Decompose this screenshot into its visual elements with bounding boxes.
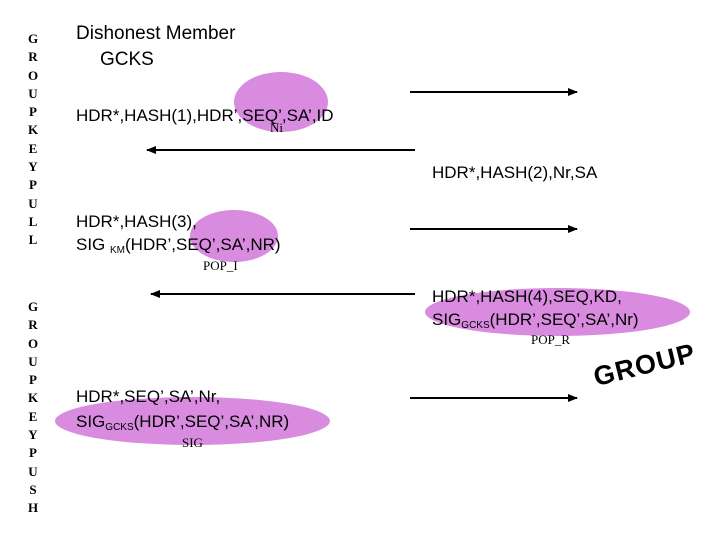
pull-letter: G: [27, 31, 39, 46]
message-1: HDR*,HASH(1),HDR’,SEQ’,SA’,ID: [76, 106, 334, 125]
push-letter: O: [27, 335, 39, 351]
message-5-sig-body: (HDR’,SEQ’,SA’,NR): [133, 412, 290, 431]
highlight-oval-sig: [55, 397, 330, 445]
highlight-oval-pop-r: [425, 288, 690, 336]
highlight-oval-pop-i: [190, 210, 278, 262]
pop-r-tag: POP_R: [531, 332, 571, 347]
push-letter: K: [27, 390, 39, 406]
pull-letter: L: [28, 232, 38, 248]
header-gcks: GCKS: [100, 49, 154, 70]
push-letter: R: [28, 317, 38, 333]
push-letter: P: [29, 445, 37, 461]
message-3-sig-prefix: SIG: [76, 235, 111, 254]
push-letter: U: [28, 353, 38, 369]
push-letter: S: [29, 481, 37, 497]
pull-letter: U: [28, 195, 38, 211]
push-letter: E: [28, 408, 38, 424]
message-3-km-subscript: KM: [110, 245, 126, 256]
message-3-sig-body: (HDR’,SEQ’,SA’,NR): [125, 235, 281, 254]
message-3-line-1: HDR*,HASH(3),: [76, 212, 197, 231]
message-4-sig-body: (HDR’,SEQ’,SA’,Nr): [489, 310, 639, 329]
pull-letter: O: [27, 67, 39, 83]
message-5-gcks-subscript: GCKS: [105, 422, 134, 433]
pop-i-tag: POP_I: [203, 258, 238, 273]
group-key-pull-label: G R O U P K E Y P U L L: [22, 30, 44, 250]
message-5-line-2: SIGGCKS(HDR’,SEQ’,SA’,NR): [76, 412, 289, 438]
pull-letter: K: [27, 122, 39, 138]
pull-letter: E: [28, 140, 38, 156]
push-letter: P: [29, 372, 37, 388]
pull-letter: Y: [28, 159, 38, 175]
message-5-sig-prefix: SIG: [76, 412, 106, 431]
push-letter: H: [27, 500, 39, 516]
pull-letter: L: [28, 213, 38, 229]
message-4-line-2: SIGGCKS(HDR’,SEQ’,SA’,Nr): [432, 310, 639, 336]
push-letter: U: [28, 463, 38, 479]
message-4-gcks-subscript: GCKS: [461, 320, 490, 331]
pull-letter: R: [28, 49, 38, 65]
push-letter: Y: [28, 427, 38, 443]
pull-letter: P: [29, 104, 37, 120]
message-4-line-1: HDR*,HASH(4),SEQ,KD,: [432, 287, 622, 306]
message-4-sig-prefix: SIG: [432, 310, 462, 329]
message-2: HDR*,HASH(2),Nr,SA: [432, 163, 598, 182]
push-letter: G: [27, 299, 39, 314]
sig-tag: SIG: [182, 435, 203, 450]
highlight-oval-seq: [234, 72, 328, 132]
message-3-line-2: SIG KM(HDR’,SEQ’,SA’,NR): [76, 235, 281, 261]
message-5-line-1: HDR*,SEQ’,SA’,Nr,: [76, 387, 221, 406]
pull-letter: U: [28, 85, 38, 101]
header-dishonest-member: Dishonest Member: [76, 23, 236, 44]
group-key-push-label: G R O U P K E Y P U S H: [22, 298, 44, 518]
pull-letter: P: [29, 177, 37, 193]
message-1-nonce-subscript: Ni: [270, 120, 283, 135]
